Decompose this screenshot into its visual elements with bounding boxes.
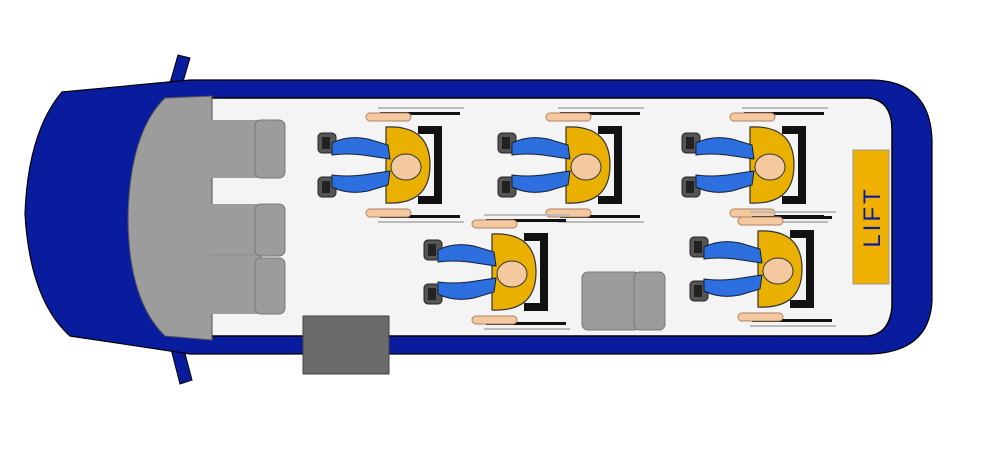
side-step	[302, 315, 390, 375]
front-seat-row-2	[210, 203, 286, 315]
lift-panel	[852, 149, 890, 285]
front-seat-row-1	[210, 119, 286, 179]
dashboard	[127, 95, 213, 341]
lift-label: LIFT	[859, 186, 886, 247]
rear-seat	[581, 271, 666, 331]
